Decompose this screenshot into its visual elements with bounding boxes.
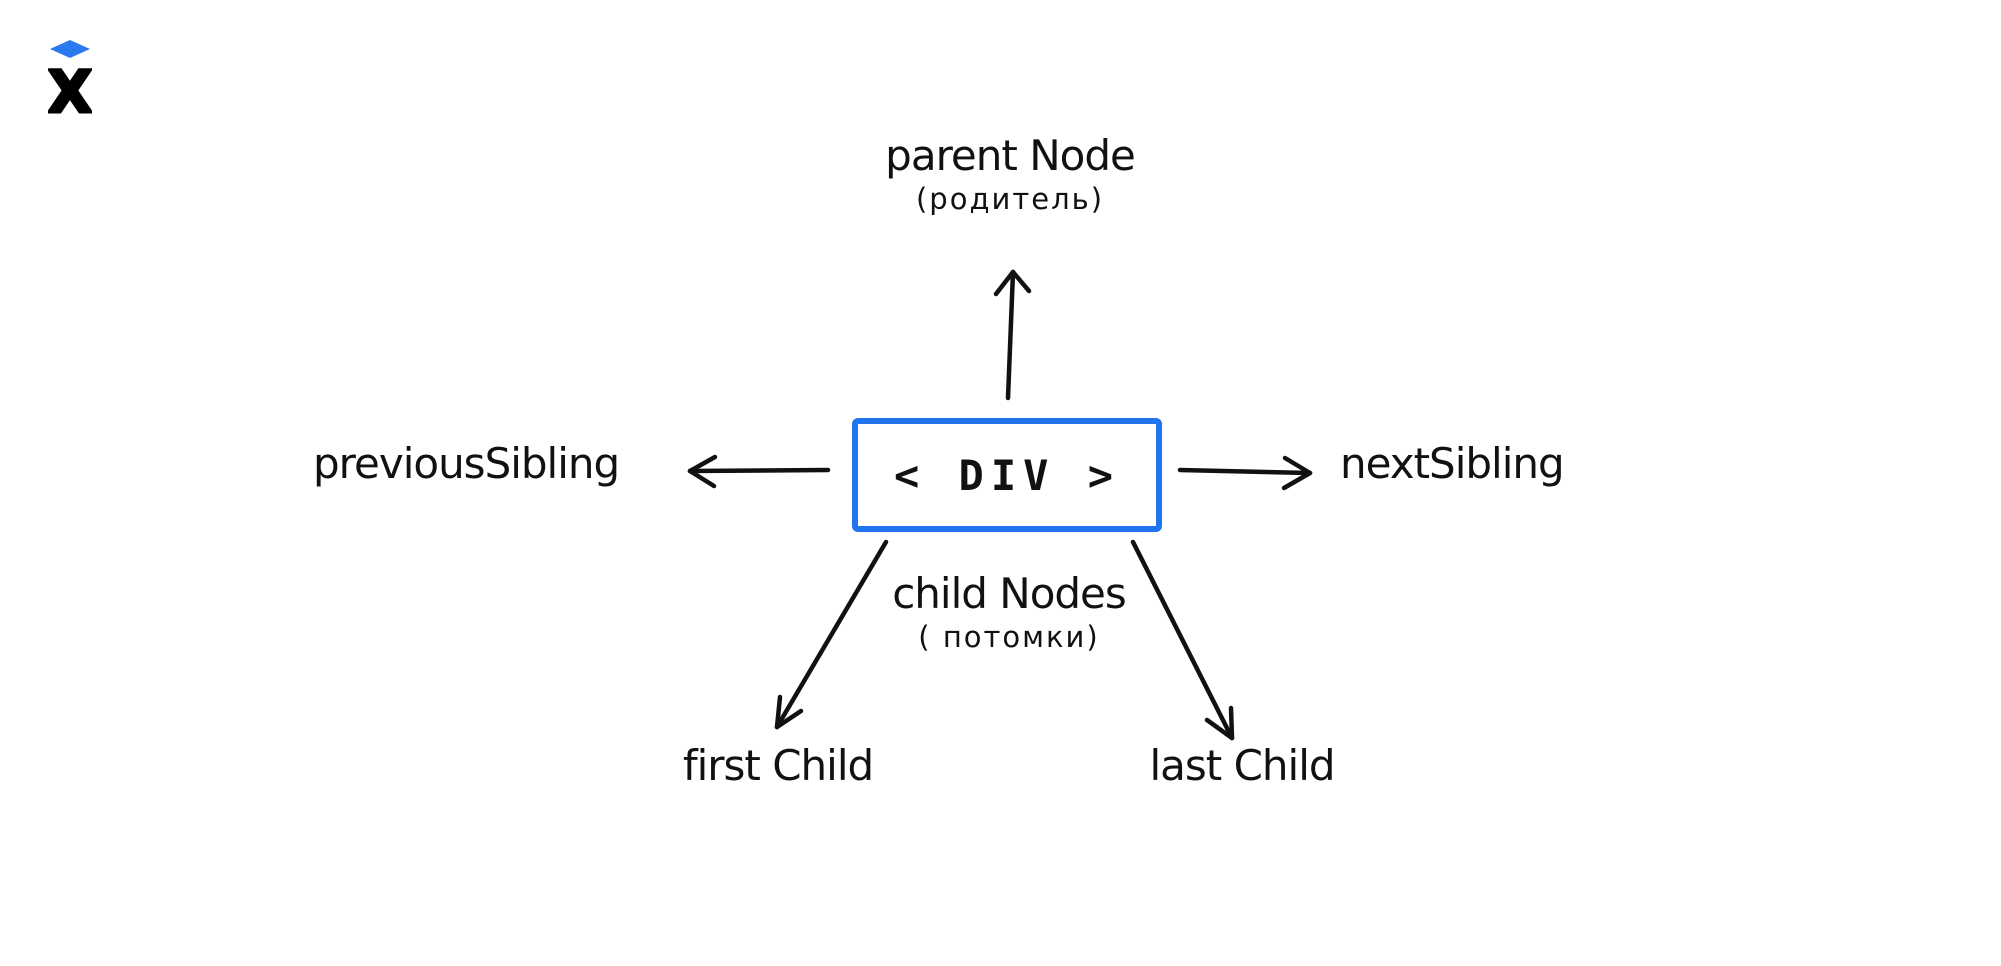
- parent-node-translation: (родитель): [915, 182, 1105, 217]
- arrow-left-to-previous-sibling-icon: [687, 454, 831, 489]
- previous-sibling-label: previousSibling: [313, 439, 620, 488]
- arrow-right-to-next-sibling-icon: [1177, 455, 1313, 491]
- parent-node-label: parent Node: [885, 131, 1136, 180]
- logo-diamond-icon: [50, 40, 90, 58]
- first-child-label: first Child: [682, 741, 874, 790]
- arrow-up-to-parent-node-icon: [993, 269, 1032, 401]
- child-nodes-label: child Nodes: [892, 569, 1127, 618]
- arrow-down-left-to-first-child-icon: [774, 539, 889, 730]
- x-diamond-logo-icon: X: [48, 40, 92, 116]
- div-node-box: < DIV >: [852, 418, 1162, 532]
- parent-node-label-group: parent Node (родитель): [885, 131, 1136, 217]
- last-child-label: last Child: [1149, 741, 1335, 790]
- child-nodes-label-group: child Nodes ( потомки): [892, 569, 1127, 655]
- child-nodes-translation: ( потомки): [918, 620, 1100, 655]
- div-node-label: < DIV >: [893, 450, 1120, 500]
- next-sibling-label: nextSibling: [1340, 439, 1565, 488]
- logo-letter: X: [48, 58, 92, 116]
- arrow-down-right-to-last-child-icon: [1130, 539, 1235, 741]
